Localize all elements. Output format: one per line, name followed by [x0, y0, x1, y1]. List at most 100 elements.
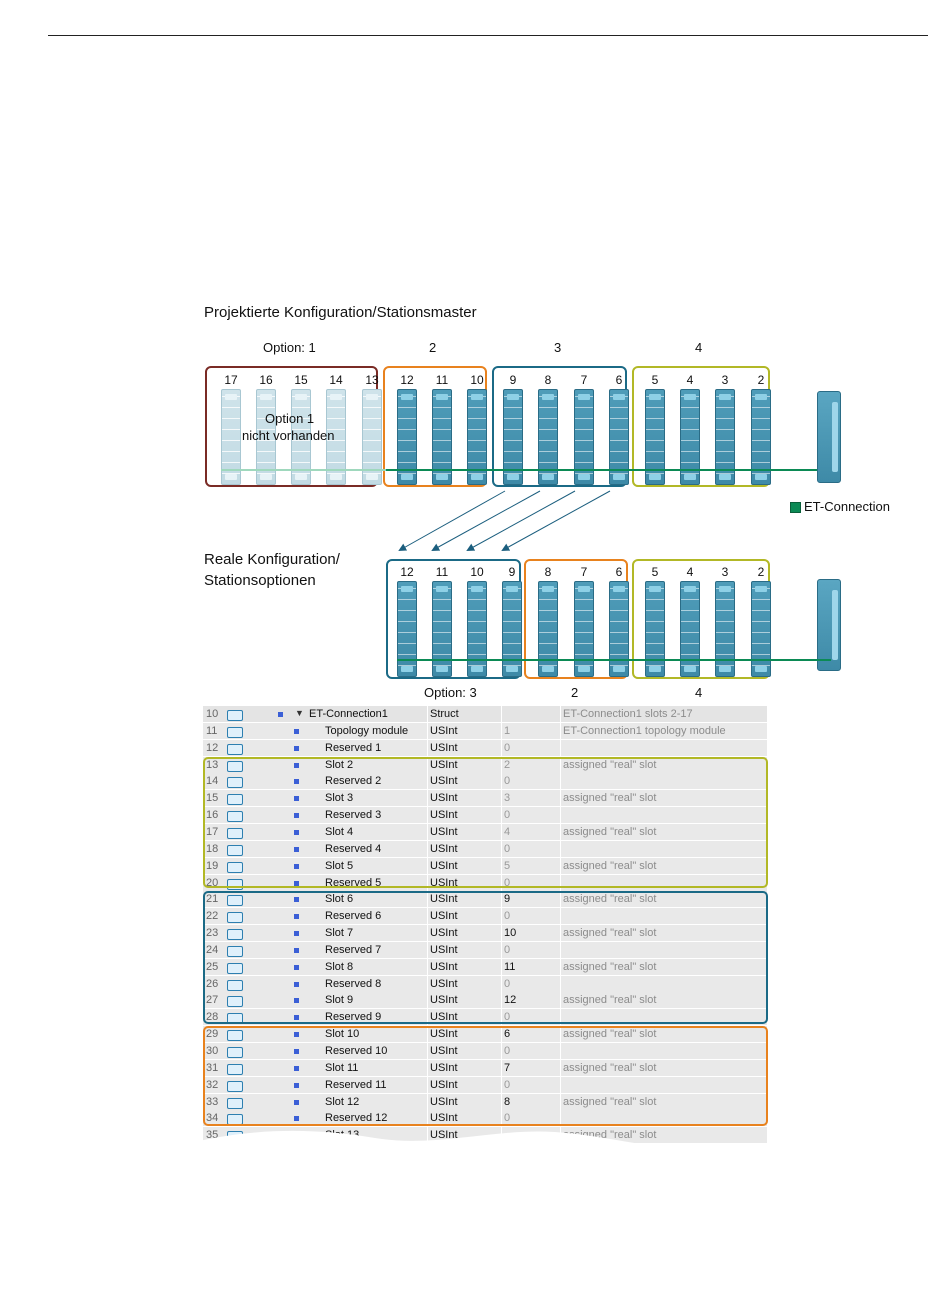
real-config-title-line-1: Reale Konfiguration/: [204, 551, 340, 568]
element-icon: [294, 1065, 299, 1071]
tag-type: USInt: [430, 724, 458, 737]
column-separator: [501, 1076, 502, 1093]
row-number: 24: [206, 943, 219, 956]
real-group-label-option-3: Option: 3: [424, 685, 477, 700]
element-icon: [294, 829, 299, 835]
projected-slot-number: 11: [435, 373, 449, 387]
et-connection-line: [397, 659, 831, 661]
tag-type: USInt: [430, 1028, 458, 1041]
tag-comment: assigned "real" slot: [563, 1095, 657, 1108]
io-module: [645, 581, 665, 677]
tag-value: 0: [504, 1078, 511, 1091]
column-separator: [501, 925, 502, 942]
row-number: 16: [206, 809, 219, 822]
io-module: [609, 389, 629, 485]
element-icon: [294, 728, 299, 734]
tag-comment: assigned "real" slot: [563, 1061, 657, 1074]
tag-comment: ET-Connection1 slots 2-17: [563, 708, 693, 720]
db-tag-icon: [227, 726, 243, 738]
column-separator: [427, 823, 428, 840]
column-separator: [501, 1009, 502, 1026]
missing-option-label: Option 1: [265, 411, 315, 426]
column-separator: [501, 874, 502, 891]
column-separator: [427, 1110, 428, 1127]
tag-name: Reserved 6: [325, 910, 382, 923]
projected-slot-number: 7: [580, 373, 588, 387]
column-separator: [501, 823, 502, 840]
tag-name: Slot 5: [325, 859, 354, 872]
db-tag-icon: [227, 996, 243, 1008]
row-number: 25: [206, 960, 219, 973]
real-slot-number: 11: [435, 565, 449, 579]
real-group-label-2: 2: [571, 685, 579, 700]
tag-type: USInt: [430, 960, 458, 973]
element-icon: [294, 1116, 299, 1122]
column-separator: [501, 1026, 502, 1043]
tag-type: USInt: [430, 1045, 458, 1057]
tag-comment: assigned "real" slot: [563, 825, 657, 838]
io-module: [503, 389, 523, 485]
tag-type: USInt: [430, 842, 458, 855]
io-module: [502, 581, 522, 677]
projected-slot-number: 15: [294, 373, 308, 387]
tag-value: 0: [504, 842, 511, 855]
row-number: 17: [206, 825, 219, 838]
tag-name: Reserved 8: [325, 977, 382, 990]
column-separator: [560, 1009, 561, 1026]
projected-slot-number: 9: [509, 373, 517, 387]
tag-value: 0: [504, 977, 511, 990]
tag-value: 0: [504, 1112, 511, 1125]
tag-comment: assigned "real" slot: [563, 893, 657, 906]
db-tag-icon: [227, 878, 243, 890]
tag-value: 6: [504, 1028, 511, 1041]
station-master-module-real: [817, 579, 841, 671]
db-tag-icon: [227, 1063, 243, 1075]
db-tag-icon: [227, 1080, 243, 1092]
row-number: 15: [206, 792, 219, 805]
projected-slot-number: 17: [224, 373, 238, 387]
column-separator: [560, 1110, 561, 1127]
tag-name: Slot 8: [325, 960, 354, 973]
tag-name: Reserved 3: [325, 809, 382, 822]
tag-name: ET-Connection1: [309, 708, 388, 720]
real-slot-number: 10: [470, 565, 484, 579]
column-separator: [560, 739, 561, 756]
row-number: 21: [206, 893, 219, 906]
tag-value: 9: [504, 893, 511, 906]
tag-comment: assigned "real" slot: [563, 859, 657, 872]
column-separator: [427, 925, 428, 942]
column-separator: [501, 756, 502, 773]
io-module: [645, 389, 665, 485]
missing-option-label-2: nicht vorhanden: [242, 428, 335, 443]
tag-name: Slot 12: [325, 1095, 360, 1108]
tag-comment: assigned "real" slot: [563, 960, 657, 973]
tag-name: Slot 3: [325, 792, 354, 805]
projected-slot-number: 8: [544, 373, 552, 387]
column-separator: [560, 925, 561, 942]
expand-caret-icon[interactable]: ▼: [295, 708, 304, 718]
